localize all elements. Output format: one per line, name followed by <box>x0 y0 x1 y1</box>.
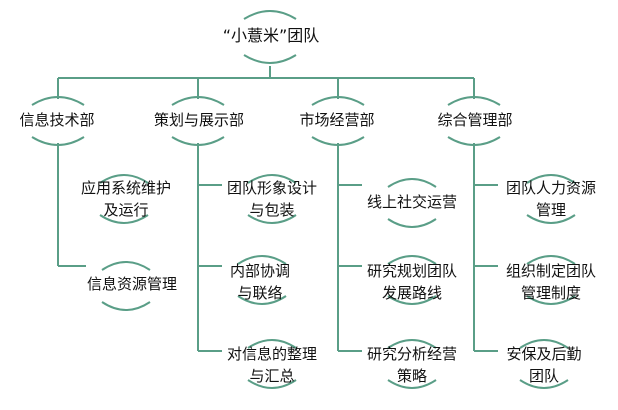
node-top-arc <box>101 261 151 271</box>
task-item: 内部协调 与联络 <box>200 260 320 304</box>
task-line: 团队形象设计 <box>226 179 317 197</box>
task-line: 与包装 <box>249 201 295 219</box>
dept-label-marketing: 市场经营部 <box>299 111 375 129</box>
node-top-arc <box>526 255 576 265</box>
dept-label-info-tech: 信息技术部 <box>19 111 95 129</box>
task-item: 信息资源管理 <box>72 273 192 295</box>
node-bottom-arc <box>519 379 569 389</box>
node-top-arc <box>311 96 365 106</box>
task-line: 及运行 <box>103 201 149 219</box>
task-line: 管理制度 <box>520 284 581 302</box>
task-item: 研究分析经营 策略 <box>352 343 472 387</box>
node-bottom-arc <box>101 301 151 311</box>
node-bottom-arc <box>247 214 297 224</box>
task-item: 安保及后勤 团队 <box>484 343 604 387</box>
task-item: 应用系统维护 及运行 <box>66 177 186 221</box>
task-item: 团队人力资源 管理 <box>491 177 611 221</box>
node-bottom-arc <box>526 214 576 224</box>
task-line: 与汇总 <box>249 367 295 385</box>
node-top-arc <box>99 174 149 184</box>
node-bottom-arc <box>243 54 297 64</box>
task-line: 应用系统维护 <box>80 179 171 197</box>
node-bottom-arc <box>247 379 297 389</box>
task-line: 团队人力资源 <box>505 179 596 197</box>
node-top-arc <box>526 174 576 184</box>
dept-label-admin: 综合管理部 <box>437 111 513 129</box>
dept-label-planning: 策划与展示部 <box>153 111 244 129</box>
node-bottom-arc <box>237 295 287 305</box>
task-item: 线上社交运营 <box>352 191 472 213</box>
task-line: 组织制定团队 <box>505 262 596 280</box>
task-item: 研究规划团队 发展路线 <box>352 260 472 304</box>
task-line: 信息资源管理 <box>86 275 177 293</box>
task-line: 发展路线 <box>381 284 442 302</box>
node-bottom-arc <box>447 136 501 146</box>
node-bottom-arc <box>526 295 576 305</box>
task-item: 对信息的整理 与汇总 <box>212 343 332 387</box>
node-top-arc <box>387 178 437 188</box>
task-line: 团队 <box>528 367 559 385</box>
task-line: 与联络 <box>237 284 283 302</box>
root-node-label: “小薏米”团队 <box>222 26 320 45</box>
node-bottom-arc <box>387 218 437 228</box>
node-bottom-arc <box>171 136 225 146</box>
task-line: 内部协调 <box>229 262 290 280</box>
node-bottom-arc <box>31 136 85 146</box>
task-line: 安保及后勤 <box>506 345 582 363</box>
node-top-arc <box>243 10 297 20</box>
task-line: 研究分析经营 <box>366 345 457 363</box>
task-item: 团队形象设计 与包装 <box>212 177 332 221</box>
task-line: 线上社交运营 <box>366 193 457 211</box>
node-top-arc <box>237 255 287 265</box>
node-bottom-arc <box>311 136 365 146</box>
task-line: 对信息的整理 <box>226 345 317 363</box>
task-line: 策略 <box>396 367 427 385</box>
node-top-arc <box>519 339 569 349</box>
node-top-arc <box>247 339 297 349</box>
node-bottom-arc <box>99 214 149 224</box>
task-item: 组织制定团队 管理制度 <box>491 260 611 304</box>
node-top-arc <box>447 96 501 106</box>
node-bottom-arc <box>387 295 437 305</box>
node-bottom-arc <box>387 379 437 389</box>
node-top-arc <box>387 255 437 265</box>
node-top-arc <box>247 174 297 184</box>
node-top-arc <box>171 96 225 106</box>
node-top-arc <box>31 96 85 106</box>
task-line: 研究规划团队 <box>366 262 457 280</box>
task-line: 管理 <box>535 201 566 219</box>
node-top-arc <box>387 339 437 349</box>
